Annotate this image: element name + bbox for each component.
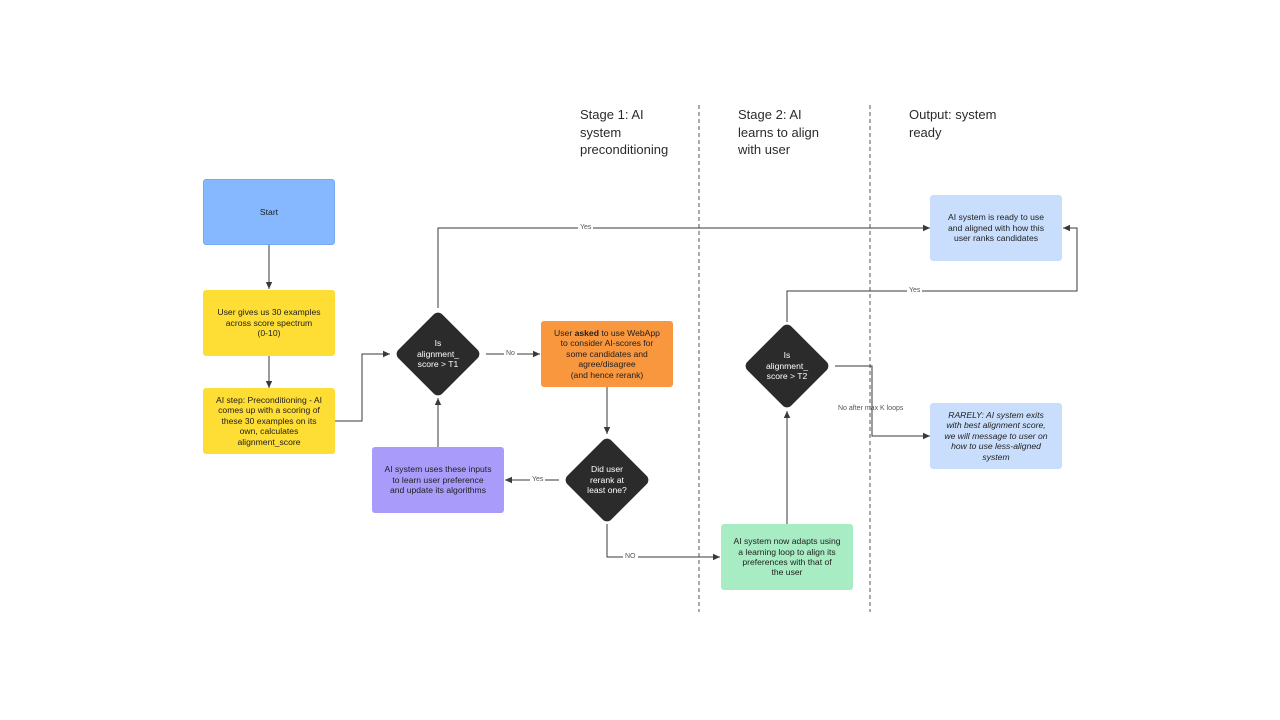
ai-preconditioning-node[interactable]: AI step: Preconditioning - AI comes up w…	[203, 388, 335, 454]
output-line1: Output: system	[909, 107, 997, 122]
stage2-line3: with user	[738, 142, 791, 157]
user-examples-line3: (0-10)	[257, 328, 281, 339]
edge-rerank-no-to-adapts	[606, 524, 720, 561]
user-examples-line1: User gives us 30 examples	[217, 307, 321, 318]
user-asked-line5: (and hence rerank)	[570, 369, 644, 380]
ready-line1: AI system is ready to use	[948, 212, 1044, 223]
rarely-line1: RARELY: AI system exits	[948, 409, 1044, 420]
edge-label-yes-rerank: Yes	[530, 475, 546, 484]
edge-label-yes-t2: Yes	[907, 286, 923, 295]
ready-line3: user ranks candidates	[953, 233, 1039, 244]
stage2-line2: learns to align	[738, 124, 819, 140]
decision-t2-shape	[745, 324, 829, 408]
edge-label-no-max-loops: No after max K loops	[838, 405, 904, 412]
ai-step-line3: these 30 examples on its	[221, 415, 317, 426]
start-node[interactable]: Start	[203, 179, 335, 245]
output-header: Output: system ready	[909, 106, 1019, 141]
output-line2: ready	[909, 124, 942, 140]
stage2-header: Stage 2: AI learns to align with user	[738, 106, 848, 159]
decision-t1-line3: score > T1	[417, 359, 459, 370]
decision-t1-shape	[396, 312, 480, 396]
ai-adapts-node[interactable]: AI system now adapts using a learning lo…	[721, 524, 853, 590]
ai-adapts-line3: preferences with that of	[742, 557, 832, 567]
user-asked-line4: agree/disagree	[578, 359, 636, 370]
edge-aistep-to-t1	[335, 350, 390, 422]
decision-rerank-line1: Did user	[591, 464, 623, 475]
user-asked-node[interactable]: User asked to use WebApp to consider AI-…	[541, 321, 673, 387]
decision-t2-line3: score > T2	[766, 371, 808, 382]
ai-step-line2: comes up with a scoring of	[218, 405, 320, 416]
edge-t2-yes-to-ready	[786, 224, 1078, 322]
decision-rerank-shape	[565, 438, 649, 522]
stage1-line2: system	[580, 124, 622, 140]
user-asked-emph: asked	[574, 327, 599, 338]
ai-step-line5: alignment_score	[237, 436, 301, 447]
rarely-line5: system	[982, 451, 1010, 462]
ai-learns-line3: and update its algorithms	[389, 485, 487, 496]
stage1-line3: preconditioning	[580, 142, 669, 157]
edge-t1-yes-to-ready	[437, 224, 930, 308]
decision-t1-line1: Is	[434, 338, 442, 349]
user-examples-line2: across score spectrum	[225, 317, 313, 328]
ai-learns-node[interactable]: AI system uses these inputs to learn use…	[372, 447, 504, 513]
ai-step-line1: AI step: Preconditioning - AI	[215, 394, 323, 405]
user-asked-rest: to use WebApp	[598, 327, 660, 338]
user-asked-prefix: User	[554, 327, 575, 338]
rarely-line2: with best alignment score,	[946, 420, 1046, 431]
rarely-line4: how to use less-aligned	[951, 441, 1041, 452]
ai-adapts-line4: the user	[771, 567, 803, 578]
ai-learns-line2: to learn user preference	[392, 474, 484, 485]
system-ready-node[interactable]: AI system is ready to use and aligned wi…	[930, 195, 1062, 261]
user-asked-line3: some candidates and	[566, 348, 648, 359]
edge-label-no-rerank: NO	[623, 552, 638, 561]
decision-t2-line1: Is	[783, 350, 791, 361]
decision-rerank-line2: rerank at	[590, 474, 624, 485]
decision-t1-line2: alignment_	[416, 348, 460, 359]
stage1-header: Stage 1: AI system preconditioning	[580, 106, 690, 159]
ai-adapts-line1: AI system now adapts using	[733, 536, 841, 547]
start-label: Start	[259, 206, 279, 217]
ai-step-line4: own, calculates	[239, 426, 299, 437]
edge-label-yes-top: Yes	[578, 223, 594, 232]
decision-rerank-line3: least one?	[587, 485, 627, 496]
user-asked-line1: User asked to use WebApp	[554, 328, 660, 338]
stage1-line1: Stage 1: AI	[580, 107, 644, 122]
user-asked-line2: to consider AI-scores for	[560, 338, 654, 349]
decision-t2-line2: alignment_	[765, 360, 809, 371]
decision-t2[interactable]: Is alignment_ score > T2	[747, 336, 827, 396]
rarely-line3: we will message to user on	[944, 430, 1048, 441]
stage2-line1: Stage 2: AI	[738, 107, 802, 122]
rarely-exit-node[interactable]: RARELY: AI system exits with best alignm…	[930, 403, 1062, 469]
ai-adapts-line2: a learning loop to align its	[738, 546, 836, 557]
decision-t1[interactable]: Is alignment_ score > T1	[398, 324, 478, 384]
user-examples-node[interactable]: User gives us 30 examples across score s…	[203, 290, 335, 356]
decision-rerank[interactable]: Did user rerank at least one?	[567, 450, 647, 510]
ai-learns-line1: AI system uses these inputs	[384, 464, 492, 475]
ready-line2: and aligned with how this	[947, 222, 1045, 233]
edge-label-no-t1: No	[504, 349, 517, 358]
edge-t2-no-to-rarely	[835, 365, 930, 440]
